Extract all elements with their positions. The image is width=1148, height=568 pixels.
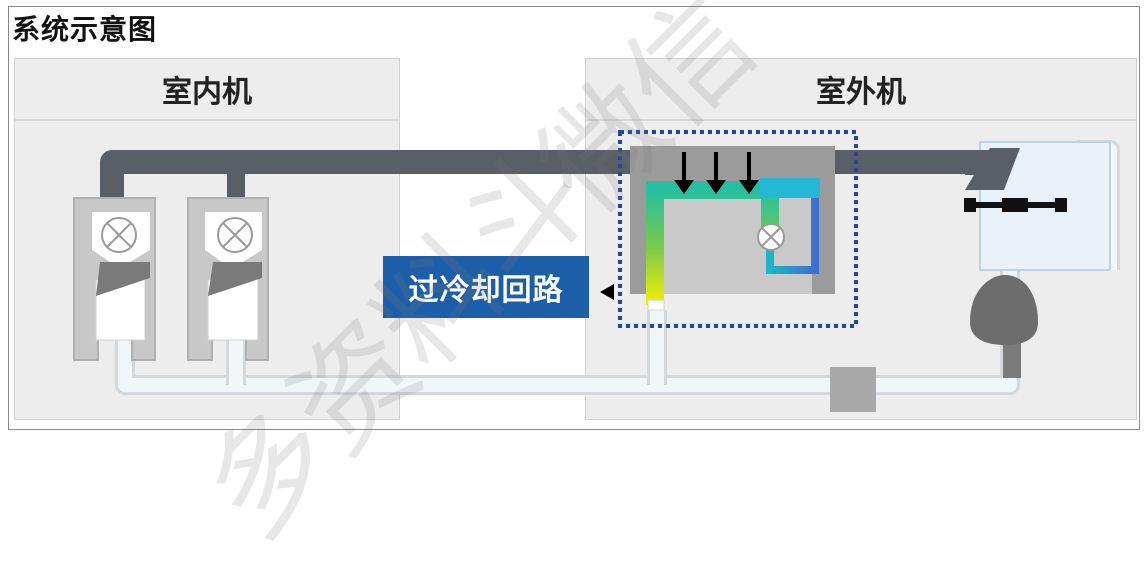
compressor-icon: [970, 275, 1038, 378]
accumulator: [830, 367, 876, 412]
expansion-valve-icon: [217, 217, 253, 253]
expansion-valve-icon: [757, 223, 785, 251]
outdoor-valve: [964, 198, 1067, 212]
expansion-valve-icon: [101, 217, 137, 253]
outdoor-unit-label: 室外机: [586, 59, 1136, 121]
liquid-line: [115, 140, 1120, 395]
indoor-unit-label: 室内机: [15, 59, 399, 121]
flow-arrow-icon: [600, 284, 614, 300]
subcool-gas-channel: [646, 181, 779, 305]
flow-arrow-icon: [674, 152, 759, 194]
diagram-frame: [8, 6, 1140, 430]
diagram-title: 系统示意图: [12, 13, 158, 46]
subcooling-circuit-outline: [618, 130, 858, 328]
subcooling-circuit-label: 过冷却回路: [383, 256, 589, 318]
refrigerant-diagram: [73, 130, 1120, 412]
